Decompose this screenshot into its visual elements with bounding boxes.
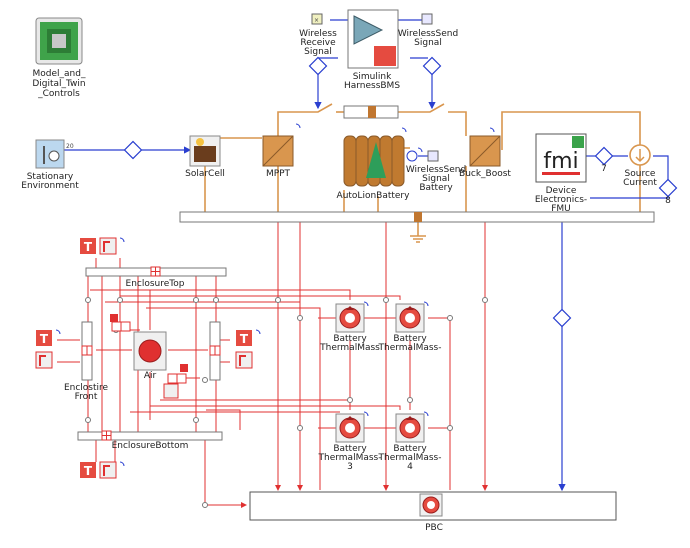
signal-junctions [123, 56, 678, 328]
thermal-connectors [111, 321, 187, 384]
solarcell-label: SolarCell [185, 169, 225, 179]
thermal-ports [85, 297, 488, 508]
enclosure-back-bar[interactable] [209, 321, 221, 381]
wireless-receive-block[interactable]: × Wireless Receive Signal [299, 13, 337, 57]
wireless-receive-label-1: Wireless [299, 29, 337, 39]
fmi-logo: fmi [543, 149, 578, 174]
enclosure-bottom-bar[interactable]: EnclosureBottom [77, 430, 223, 451]
source-current-block[interactable]: Source Current [623, 144, 657, 188]
pbc-label: PBC [425, 523, 443, 533]
switch-resistor [343, 105, 399, 119]
temperature-sources[interactable]: T T T T [35, 237, 253, 479]
wireless-receive-label-3: Signal [304, 47, 332, 57]
electrical-wires [204, 103, 641, 236]
enclosure-top-bar[interactable]: EnclosureTop [85, 266, 227, 289]
air-node-block[interactable]: Air [133, 331, 167, 381]
thermal-mass-4-label-3: 4 [407, 462, 413, 472]
thermal-mass-3-label-1: Battery [333, 444, 367, 454]
battery-thermal-mass-3[interactable]: Battery ThermalMass- 3 [318, 413, 382, 472]
wireless-send-top-label-1: WirelessSend [398, 29, 458, 39]
model-controls-block[interactable]: Model_and_ Digital_Twin _Controls [32, 17, 86, 99]
simulink-label-1: Simulink [353, 72, 392, 82]
thermal-mass-3-label-3: 3 [347, 462, 353, 472]
device-fmu-block[interactable]: fmi Device Electronics- FMU [535, 133, 587, 214]
temp-source-top-letter: T [84, 240, 93, 254]
device-fmu-label-2: Electronics- [535, 195, 587, 205]
mppt-label: MPPT [266, 169, 291, 179]
enclosure-bottom-label: EnclosureBottom [112, 441, 189, 451]
simulink-label-2: HarnessBMS [344, 81, 400, 91]
enclosure-front-label-1: Enclostire [64, 383, 109, 393]
pbc-block[interactable]: PBC [249, 491, 617, 533]
wireless-send-top-label-2: Signal [414, 38, 442, 48]
source-current-label-2: Current [623, 178, 657, 188]
svg-text:×: × [314, 17, 319, 24]
model-controls-label-3: _Controls [37, 89, 80, 99]
stationary-label-2: Environment [21, 181, 79, 191]
port-7: 7 [601, 164, 607, 174]
wireless-send-battery-label-3: Battery [419, 183, 453, 193]
wireless-send-battery-block[interactable]: WirelessSend Signal Battery [406, 150, 466, 193]
battery-thermal-mass-4[interactable]: Battery ThermalMass- 4 [378, 413, 442, 472]
thermal-mass-1-label-2: ThermalMass [319, 343, 380, 353]
mppt-block[interactable]: MPPT [262, 135, 294, 179]
stationary-label-1: Stationary [27, 172, 74, 182]
temp-source-left-letter: T [40, 332, 49, 346]
battery-thermal-mass-2[interactable]: Battery ThermalMass- [378, 303, 442, 353]
heat-flow-marker-2 [110, 314, 118, 322]
air-label: Air [144, 371, 157, 381]
port-8: 8 [665, 196, 671, 206]
thermal-mass-2-label-1: Battery [393, 334, 427, 344]
device-fmu-label-3: FMU [551, 204, 571, 214]
thermal-mass-1-label-1: Battery [333, 334, 367, 344]
thermal-mass-4-label-2: ThermalMass- [378, 453, 442, 463]
thermal-mass-3-label-2: ThermalMass- [318, 453, 382, 463]
enclosure-front-label-2: Front [75, 392, 98, 402]
ground-bus-bar [179, 211, 655, 243]
enclosure-front-bar[interactable]: Enclostire Front [64, 321, 109, 402]
wireless-send-top-block[interactable]: WirelessSend Signal [398, 13, 458, 48]
heat-flow-marker [180, 364, 188, 372]
model-controls-label-1: Model_and_ [33, 69, 86, 79]
source-current-label-1: Source [625, 169, 656, 179]
battery-thermal-mass-1[interactable]: Battery ThermalMass [319, 303, 380, 353]
wireless-send-battery-label-1: WirelessSend [406, 165, 466, 175]
thermal-mass-4-label-1: Battery [393, 444, 427, 454]
wireless-send-battery-label-2: Signal [422, 174, 450, 184]
temp-source-bottom-letter: T [84, 464, 93, 478]
device-fmu-label-1: Device [546, 186, 577, 196]
buck-boost-label: Buck_Boost [459, 169, 511, 179]
autolion-battery-block[interactable]: AutoLionBattery [337, 134, 411, 201]
autolion-label: AutoLionBattery [337, 191, 411, 201]
wireless-receive-label-2: Receive [300, 38, 336, 48]
buck-boost-block[interactable]: Buck_Boost [459, 135, 511, 179]
port-20: 20 [66, 143, 74, 150]
enclosure-top-label: EnclosureTop [126, 279, 185, 289]
stationary-environment-block[interactable]: 20 Stationary Environment [21, 139, 79, 191]
model-controls-label-2: Digital_Twin [32, 79, 85, 89]
simulink-harness-block[interactable]: Simulink HarnessBMS [344, 9, 400, 91]
wireless-icons [55, 123, 495, 467]
thermal-mass-2-label-2: ThermalMass- [378, 343, 442, 353]
temp-source-right-letter: T [240, 332, 249, 346]
solarcell-block[interactable]: SolarCell [185, 135, 225, 179]
